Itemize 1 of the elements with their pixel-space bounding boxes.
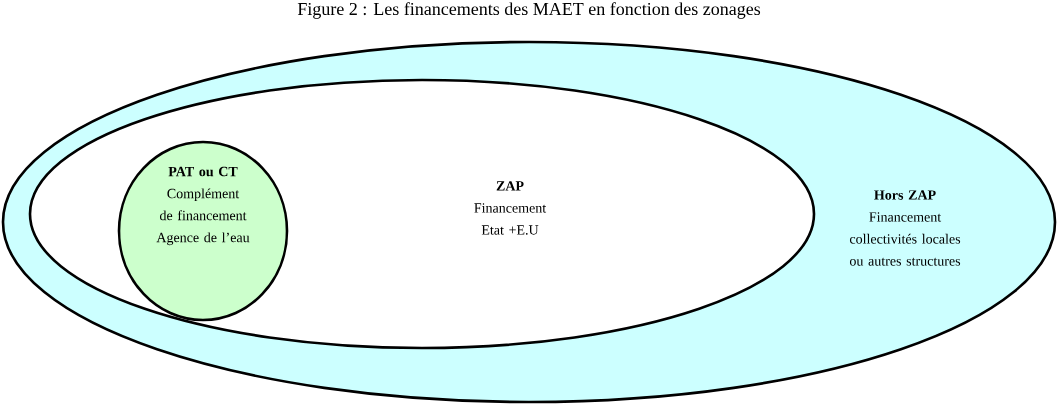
figure-title: Figure 2 : Les financements des MAET en fonction des zonages <box>297 2 761 19</box>
